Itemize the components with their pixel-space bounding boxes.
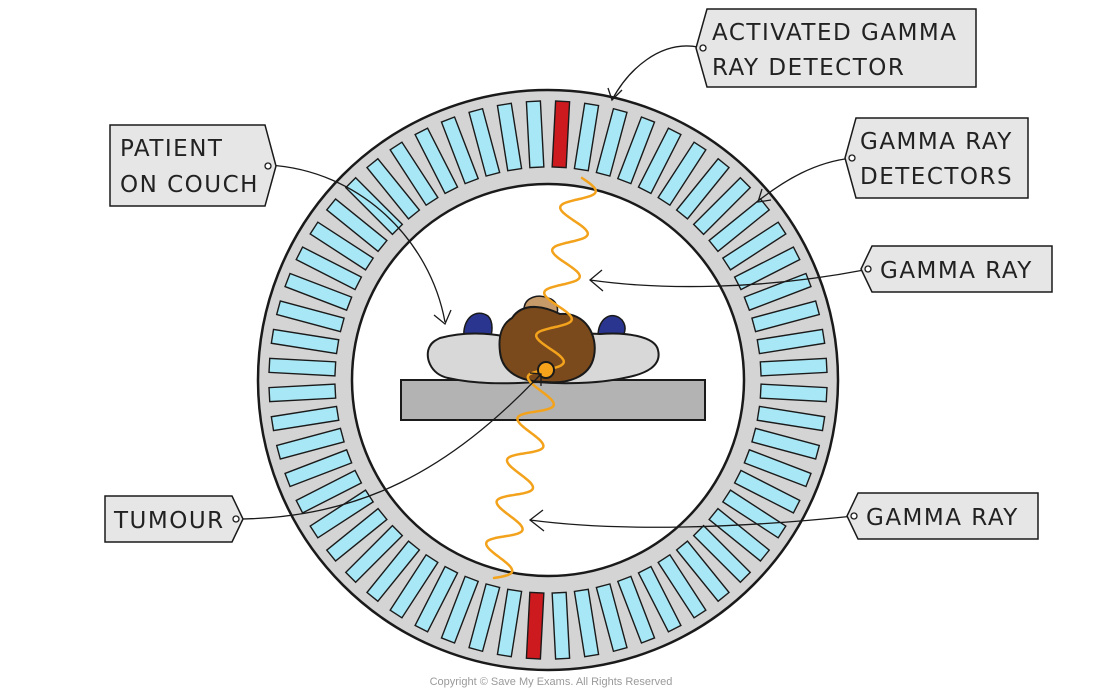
arrowhead-gamma-bottom: [528, 509, 545, 532]
arrowhead-activated: [607, 87, 623, 102]
label-detectors-line2: DETECTORS: [860, 164, 1013, 190]
gamma-ray-detector: [756, 328, 826, 355]
leader-tumour: [234, 373, 542, 520]
gamma-ray-detector: [295, 469, 363, 514]
tumour-dot: [537, 361, 555, 379]
gamma-ray-detector: [284, 272, 353, 312]
gamma-ray-detector: [616, 116, 656, 185]
gamma-ray-detector: [309, 221, 375, 271]
gamma-ray-detector: [733, 469, 801, 514]
gamma-ray-detector: [551, 591, 571, 660]
gamma-ray-detector: [440, 116, 480, 185]
gamma-rays: [484, 176, 598, 580]
gamma-ray-detector: [389, 141, 439, 207]
gamma-ray-detector: [440, 575, 480, 644]
arrowhead-tumour: [529, 372, 542, 386]
gamma-ray-wave-up: [534, 176, 598, 372]
gamma-ray-detector: [637, 127, 682, 195]
patient-head: [498, 306, 596, 384]
gamma-ray-detector: [389, 553, 439, 619]
leader-activated-detector: [611, 45, 699, 101]
gamma-ray-detector: [414, 565, 459, 633]
gamma-ray-detector: [708, 197, 771, 253]
gamma-ray-detector: [344, 524, 404, 584]
gamma-ray-detector: [721, 489, 787, 539]
gamma-ray-detector: [284, 448, 353, 488]
gamma-ray-detector: [414, 127, 459, 195]
gamma-ray-detector: [275, 427, 345, 460]
gamma-ray-detector: [657, 141, 707, 207]
gamma-ray-detector: [759, 383, 828, 403]
label-gamma-ray-bottom: GAMMA RAY: [846, 492, 1039, 540]
gamma-ray-detector: [325, 507, 388, 563]
gamma-ray-detector: [692, 176, 752, 236]
label-gamma-ray-top-text: GAMMA RAY: [880, 258, 1033, 284]
gamma-ray-detector: [268, 383, 337, 403]
gamma-ray-detector: [675, 157, 731, 220]
gamma-ray-detector: [692, 524, 752, 584]
leader-detectors: [757, 157, 853, 202]
gamma-ray-detector: [365, 157, 421, 220]
gamma-ray-detector: [756, 405, 826, 432]
label-activated-detector-line2: RAY DETECTOR: [712, 55, 905, 81]
label-detectors-line1: GAMMA RAY: [860, 129, 1013, 155]
gamma-ray-detector: [525, 100, 545, 169]
label-tumour: TUMOUR: [104, 495, 244, 543]
gamma-ray-detectors: [268, 100, 828, 660]
arrowhead-gamma-top: [588, 269, 604, 292]
gamma-ray-detector: [751, 427, 821, 460]
gamma-ray-detector: [268, 357, 337, 377]
gamma-ray-detector: [344, 176, 404, 236]
gamma-ray-detector: [365, 540, 421, 603]
gamma-ray-detector: [751, 300, 821, 333]
activated-gamma-ray-detector: [525, 591, 545, 660]
gamma-ray-detector: [721, 221, 787, 271]
label-detectors: GAMMA RAY DETECTORS: [844, 117, 1029, 199]
gamma-ray-detector: [743, 448, 812, 488]
leader-patient: [267, 164, 446, 323]
arrowhead-detectors: [757, 188, 772, 203]
gamma-ray-detector: [496, 588, 523, 658]
gamma-ray-wave-down: [484, 368, 556, 580]
gamma-ray-detector: [657, 553, 707, 619]
label-patient: PATIENT ON COUCH: [109, 124, 277, 207]
gamma-ray-detector: [595, 583, 628, 653]
label-gamma-ray-top: GAMMA RAY: [860, 245, 1053, 293]
gamma-ray-detector: [270, 405, 340, 432]
gamma-ray-detector: [325, 197, 388, 253]
gamma-ray-detector: [637, 565, 682, 633]
gamma-ray-detector: [295, 246, 363, 291]
gamma-ray-detector: [733, 246, 801, 291]
gamma-ray-detector: [573, 102, 600, 172]
arrowhead-patient: [433, 309, 452, 326]
gamma-ray-detector: [496, 102, 523, 172]
gamma-ray-detector: [675, 540, 731, 603]
gamma-ray-detector: [270, 328, 340, 355]
label-tumour-text: TUMOUR: [113, 508, 225, 534]
gamma-ray-detector: [468, 107, 501, 177]
label-patient-line1: PATIENT: [120, 136, 223, 162]
leader-gamma-ray-top: [589, 269, 865, 288]
gamma-ray-detector: [616, 575, 656, 644]
gamma-ray-detector: [743, 272, 812, 312]
gamma-ray-detector: [759, 357, 828, 377]
label-gamma-ray-bottom-text: GAMMA RAY: [866, 505, 1019, 531]
gamma-ray-detector: [573, 588, 600, 658]
gamma-ray-detector: [595, 107, 628, 177]
gamma-ray-detector: [468, 583, 501, 653]
leader-lines: [234, 45, 865, 532]
leader-gamma-ray-bottom: [529, 515, 855, 528]
label-activated-detector: ACTIVATED GAMMA RAY DETECTOR: [695, 8, 977, 88]
copyright-notice: Copyright © Save My Exams. All Rights Re…: [430, 676, 673, 688]
label-activated-detector-line1: ACTIVATED GAMMA: [712, 20, 958, 46]
activated-gamma-ray-detector: [551, 100, 571, 169]
label-patient-line2: ON COUCH: [120, 172, 259, 198]
gamma-ray-detector: [275, 300, 345, 333]
gamma-ray-detector: [708, 507, 771, 563]
